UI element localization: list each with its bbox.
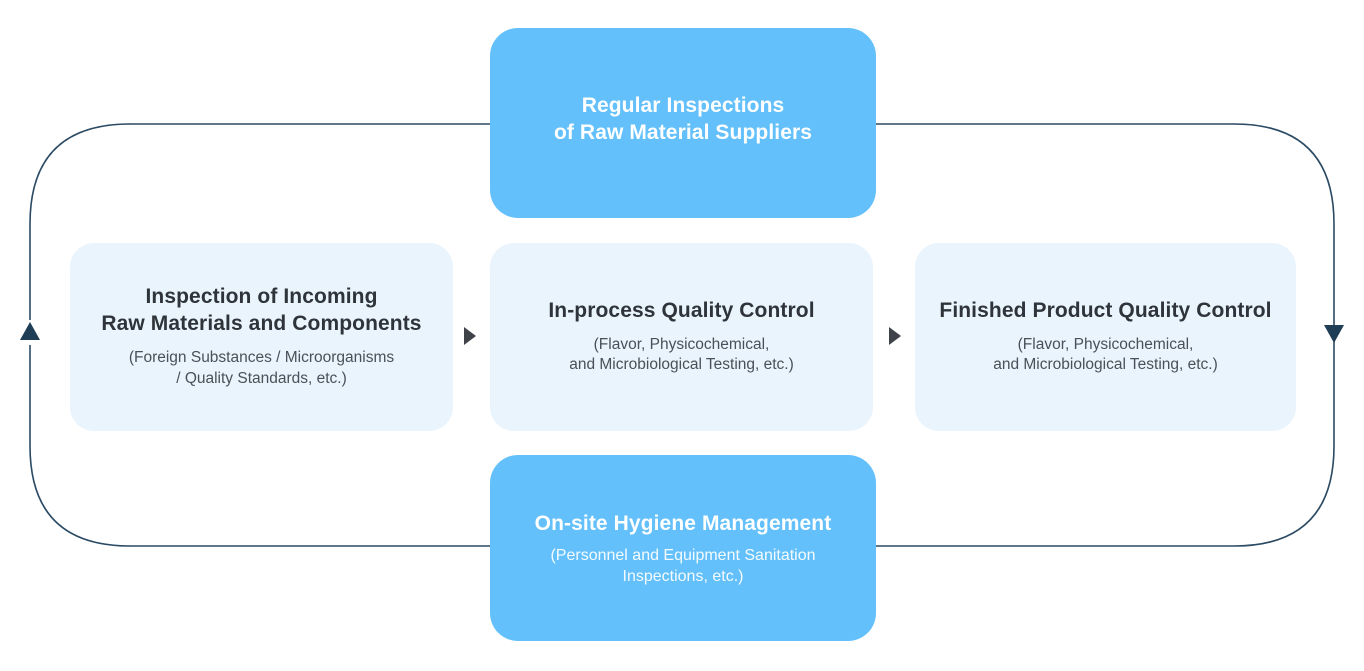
node-title: In-process Quality Control bbox=[548, 298, 815, 322]
node-title: Finished Product Quality Control bbox=[939, 298, 1272, 322]
node-subtitle: (Flavor, Physicochemical, and Microbiolo… bbox=[993, 335, 1218, 374]
loop-left-arrowhead-icon bbox=[20, 322, 40, 340]
node-subtitle: (Foreign Substances / Microorganisms / Q… bbox=[128, 349, 395, 387]
node-title: Regular Inspections of Raw Material Supp… bbox=[553, 93, 813, 144]
loop-right-arrowhead-icon bbox=[1324, 325, 1344, 343]
node-on-site-hygiene[interactable]: On-site Hygiene Management (Personnel an… bbox=[490, 455, 876, 641]
node-subtitle: (Flavor, Physicochemical, and Microbiolo… bbox=[569, 335, 794, 374]
arrow-right-icon bbox=[464, 327, 476, 345]
node-in-process-qc[interactable]: In-process Quality Control (Flavor, Phys… bbox=[490, 243, 873, 431]
arrow-right-icon bbox=[889, 327, 901, 345]
node-subtitle: (Personnel and Equipment Sanitation Insp… bbox=[550, 546, 816, 585]
node-regular-inspections[interactable]: Regular Inspections of Raw Material Supp… bbox=[490, 28, 876, 218]
node-finished-product-qc[interactable]: Finished Product Quality Control (Flavor… bbox=[915, 243, 1296, 431]
node-incoming-inspection[interactable]: Inspection of Incoming Raw Materials and… bbox=[70, 243, 453, 431]
node-title: On-site Hygiene Management bbox=[534, 511, 832, 535]
node-title: Inspection of Incoming Raw Materials and… bbox=[101, 285, 422, 336]
